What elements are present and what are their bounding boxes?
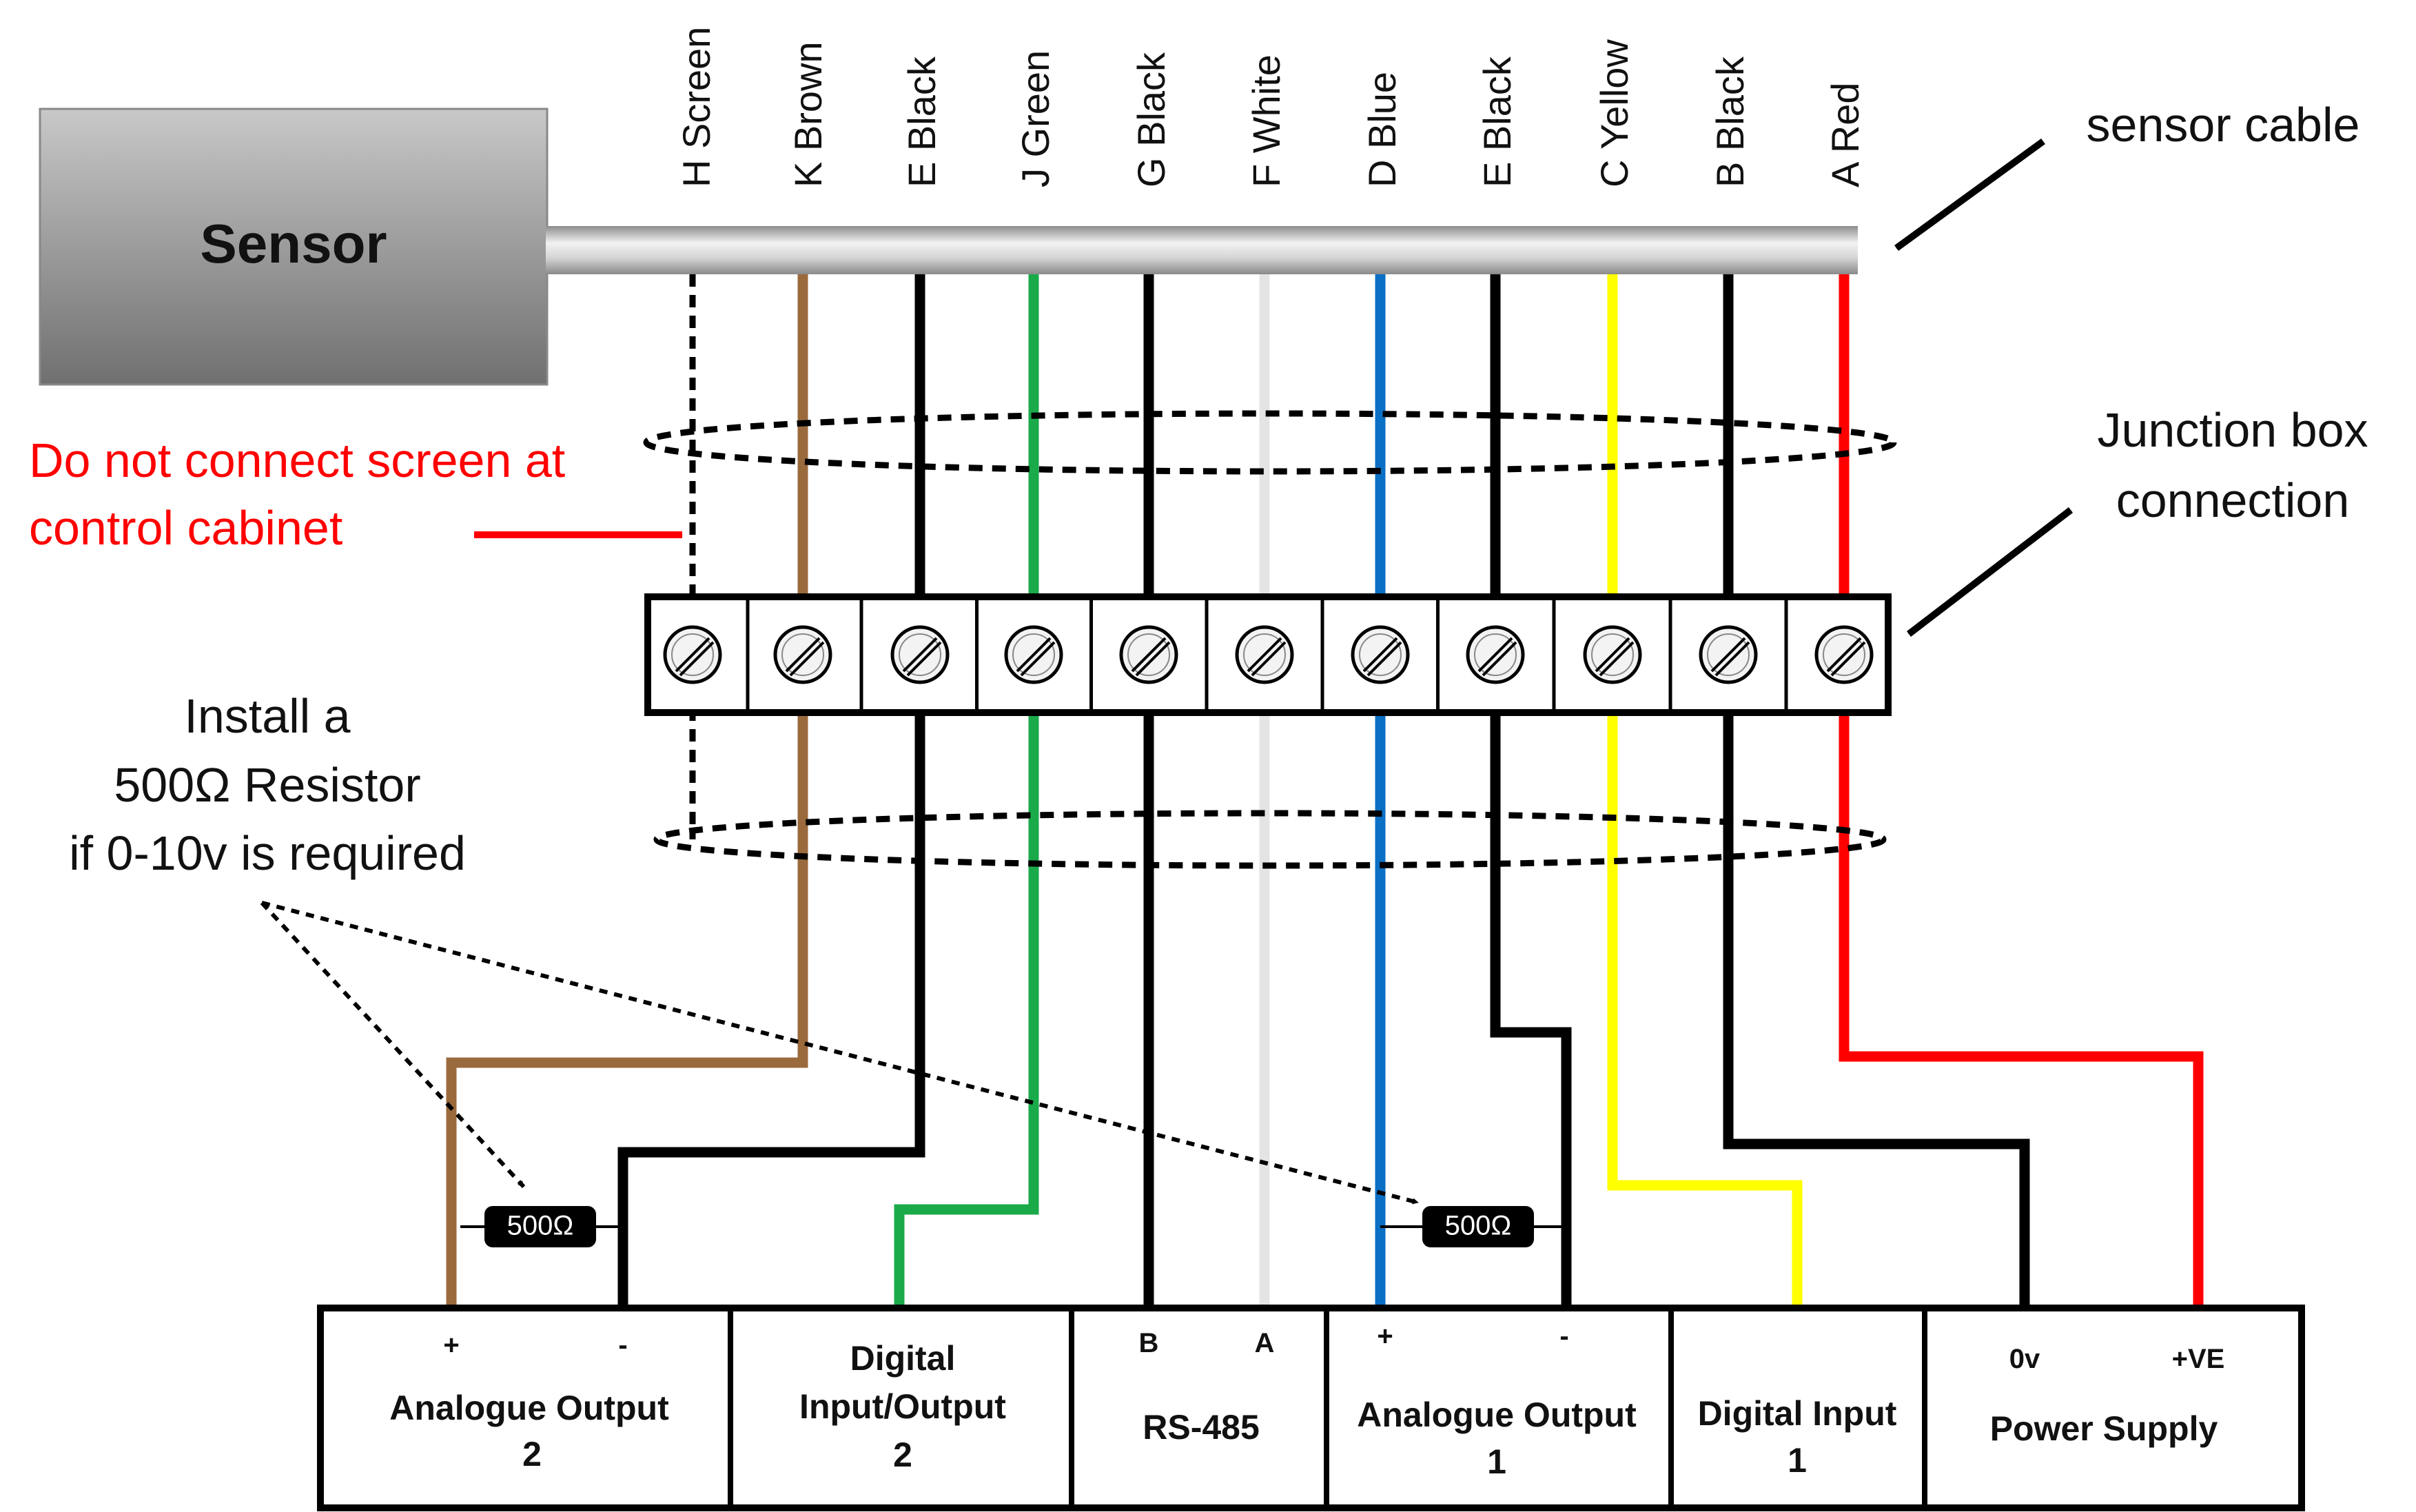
wire-label: A Red (1823, 82, 1867, 187)
terminal-screw-icon (1351, 625, 1410, 684)
resistor-label: 500Ω (1445, 1211, 1512, 1241)
terminal-block-power-supply: 0v +VE Power Supply (1990, 1344, 2225, 1448)
sensor-cable (546, 226, 1858, 274)
wire-e-black-right (1490, 274, 1572, 1308)
pin-label: - (618, 1330, 627, 1360)
screen-warning-text: Do not connect screen at (29, 433, 565, 487)
annotation-screen-warning: Do not connect screen at control cabinet (29, 433, 683, 555)
terminal-screw-icon (663, 625, 722, 684)
pin-label: + (443, 1330, 459, 1360)
terminal-block-digital-io-2: Digital Input/Output 2 (799, 1339, 1006, 1474)
wire-label: H Screen (675, 27, 718, 187)
resistor-note-text: Install a (184, 689, 350, 743)
control-cabinet-blocks: + - Analogue Output 2 Digital Input/Outp… (317, 1305, 2305, 1511)
resistor-label: 500Ω (507, 1211, 574, 1241)
wire-label: J Green (1014, 50, 1057, 187)
junction-box-label: Junction box (2097, 403, 2368, 457)
resistor-right: 500Ω (1380, 1206, 1566, 1247)
block-title: 1 (1487, 1442, 1506, 1481)
junction-box-arrow (1906, 507, 2074, 637)
resistor-note-arrow-right (261, 901, 1419, 1205)
resistor-left: 500Ω (460, 1206, 623, 1247)
wire-labels: H Screen K Brown E Black J Green G Black… (675, 27, 1867, 187)
wire-label: D Blue (1360, 72, 1404, 187)
wire-j-green (894, 274, 1039, 1308)
terminal-screw-icon (773, 625, 832, 684)
block-title: 1 (1788, 1441, 1807, 1480)
block-title: Analogue Output (389, 1389, 669, 1427)
terminal-screw-icon (1004, 625, 1063, 684)
resistor-note-arrow-left (260, 901, 526, 1189)
block-title: 2 (522, 1435, 542, 1473)
terminal-block-analogue-output-2: + - Analogue Output 2 (389, 1330, 669, 1473)
terminal-screw-icon (1699, 625, 1758, 684)
block-title: Power Supply (1990, 1409, 2218, 1448)
sensor-cable-label: sensor cable (2087, 98, 2360, 152)
annotation-sensor-cable: sensor cable (1894, 98, 2360, 252)
block-title: 2 (893, 1436, 912, 1474)
block-title: Analogue Output (1357, 1396, 1637, 1434)
pin-label: - (1559, 1321, 1568, 1351)
pin-label: + (1377, 1321, 1393, 1351)
screen-bundle-top (643, 410, 1897, 475)
terminal-screw-icon (890, 625, 950, 684)
wire-c-yellow (1607, 274, 1803, 1308)
block-title: Input/Output (799, 1387, 1006, 1426)
wire-label: K Brown (786, 41, 830, 187)
annotation-resistor-note: Install a 500Ω Resistor if 0-10v is requ… (69, 689, 1419, 1205)
sensor-cable-arrow (1894, 138, 2045, 252)
pin-label: 0v (2009, 1344, 2040, 1374)
junction-box-label: connection (2116, 473, 2350, 527)
block-title: RS-485 (1143, 1408, 1260, 1447)
terminal-block-rs485: B A RS-485 (1139, 1328, 1275, 1447)
terminal-screw-icon (1814, 625, 1874, 684)
wire-label: F White (1245, 54, 1288, 187)
sensor-label: Sensor (200, 213, 387, 274)
block-title: Digital Input (1698, 1394, 1897, 1433)
junction-box-strip (644, 593, 1892, 716)
terminal-block-digital-input-1: Digital Input 1 (1698, 1394, 1897, 1480)
resistor-note-text: 500Ω Resistor (114, 758, 420, 812)
pin-label: B (1139, 1328, 1159, 1358)
wire-b-black (1723, 274, 2030, 1308)
terminal-screw-icon (1466, 625, 1525, 684)
wire-label: G Black (1129, 52, 1173, 187)
wire-label: E Black (900, 56, 943, 187)
screen-bundle-bottom (653, 810, 1887, 869)
resistor-note-text: if 0-10v is required (69, 826, 466, 880)
sensor-body: Sensor (39, 108, 549, 386)
terminal-block-analogue-output-1: + - Analogue Output 1 (1357, 1321, 1637, 1481)
wire-label: B Black (1708, 56, 1752, 187)
block-title: Digital (850, 1339, 956, 1378)
pin-label: A (1255, 1328, 1275, 1358)
wire-label: E Black (1475, 56, 1519, 187)
terminal-screw-icon (1235, 625, 1294, 684)
pin-label: +VE (2172, 1344, 2225, 1374)
terminal-screw-icon (1583, 625, 1642, 684)
annotation-junction-box: Junction box connection (1906, 403, 2368, 637)
wire-e-black-left (617, 274, 925, 1308)
terminal-screw-icon (1119, 625, 1178, 684)
terminal-screws (663, 597, 1874, 713)
screen-warning-text: control cabinet (29, 501, 342, 555)
wire-label: C Yellow (1593, 39, 1636, 187)
